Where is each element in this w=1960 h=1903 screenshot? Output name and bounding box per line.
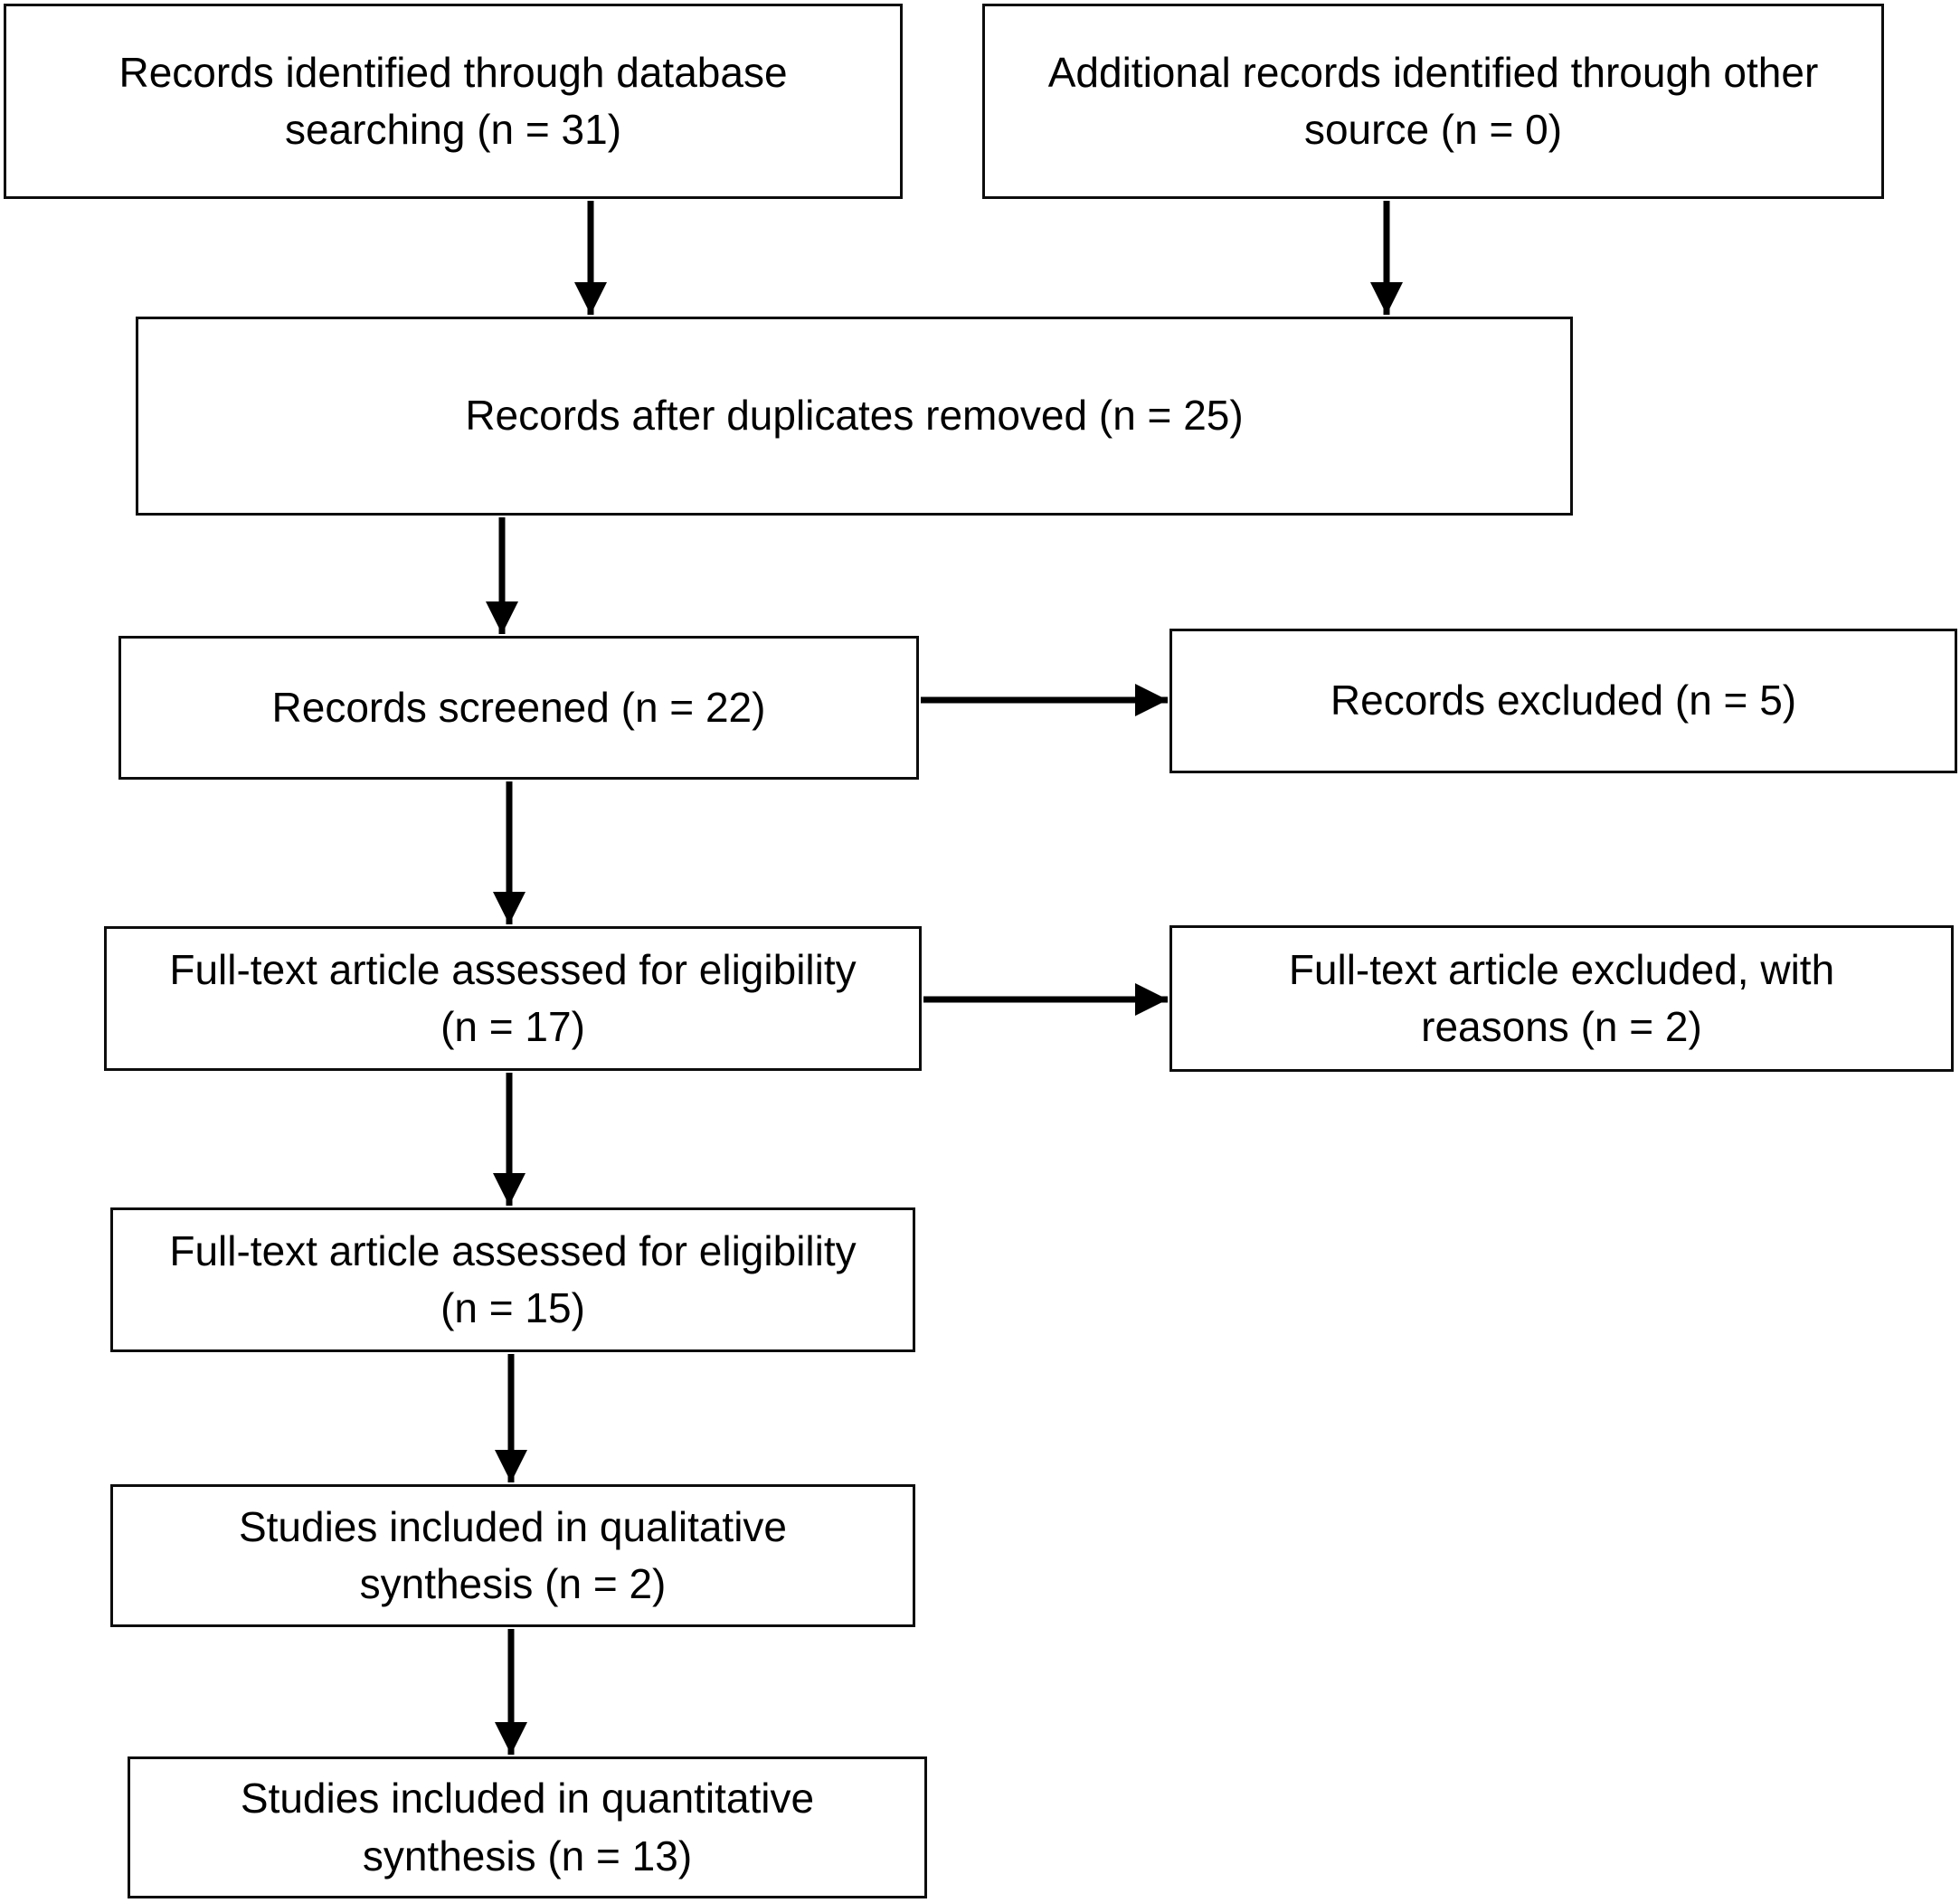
node-records-identified: Records identified through database sear… xyxy=(4,4,903,199)
node-additional-records: Additional records identified through ot… xyxy=(982,4,1884,199)
node-records-identified-label: Records identified through database sear… xyxy=(118,48,788,153)
node-quantitative-synthesis-label: Studies included in quantitative synthes… xyxy=(240,1775,815,1879)
node-fulltext-assessed-15-label: Full-text article assessed for eligibili… xyxy=(169,1226,857,1331)
node-qualitative-synthesis: Studies included in qualitative synthesi… xyxy=(110,1484,915,1627)
node-fulltext-excluded: Full-text article excluded, with reasons… xyxy=(1169,925,1954,1072)
node-records-screened: Records screened (n = 22) xyxy=(118,636,919,780)
node-fulltext-assessed-17: Full-text article assessed for eligibili… xyxy=(104,926,922,1071)
node-after-duplicates-label: Records after duplicates removed (n = 25… xyxy=(465,392,1244,440)
node-qualitative-synthesis-label: Studies included in qualitative synthesi… xyxy=(238,1502,788,1607)
node-records-excluded: Records excluded (n = 5) xyxy=(1169,629,1957,773)
node-after-duplicates: Records after duplicates removed (n = 25… xyxy=(136,317,1573,516)
node-records-screened-label: Records screened (n = 22) xyxy=(271,683,766,731)
node-fulltext-assessed-15: Full-text article assessed for eligibili… xyxy=(110,1207,915,1352)
node-fulltext-excluded-label: Full-text article excluded, with reasons… xyxy=(1288,945,1835,1050)
node-quantitative-synthesis: Studies included in quantitative synthes… xyxy=(128,1756,927,1898)
node-fulltext-assessed-17-label: Full-text article assessed for eligibili… xyxy=(169,945,857,1050)
node-records-excluded-label: Records excluded (n = 5) xyxy=(1330,677,1797,724)
node-additional-records-label: Additional records identified through ot… xyxy=(1047,48,1819,153)
